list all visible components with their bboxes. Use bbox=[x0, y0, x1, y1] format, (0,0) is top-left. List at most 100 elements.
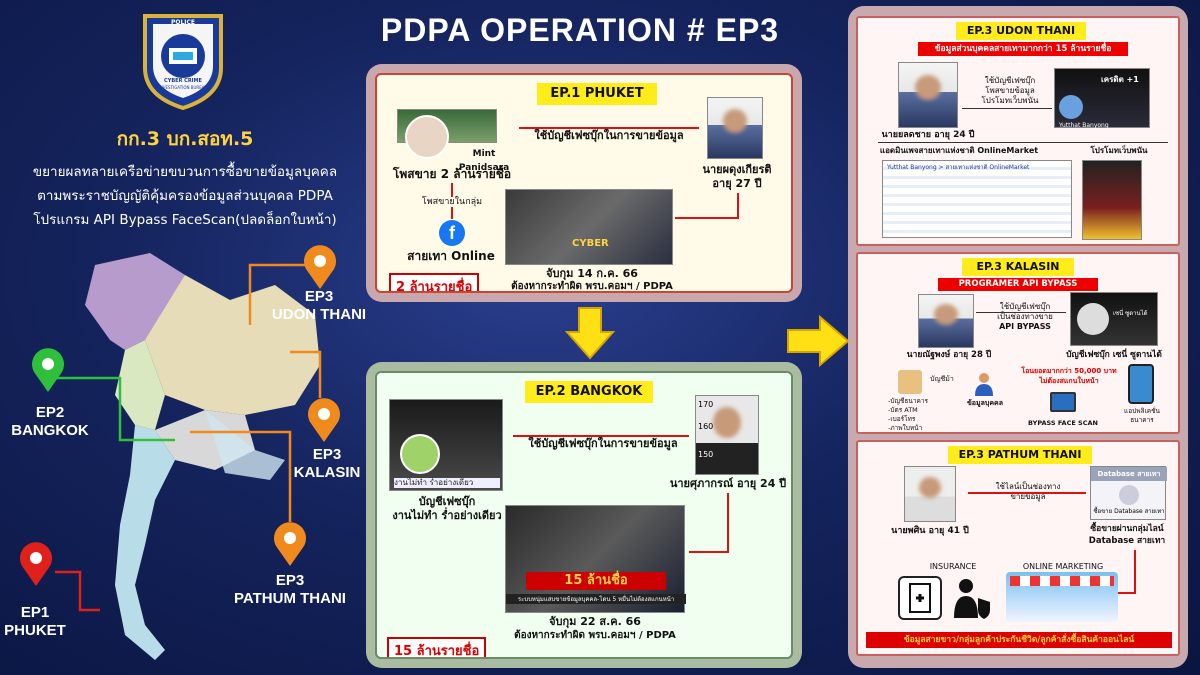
ep3-udon-fb-avatar bbox=[1059, 95, 1083, 119]
pin-label-udon: EP3 UDON THANI bbox=[271, 288, 367, 323]
ep3-kalasin-bank-app-1: แอปพลิเคชั่น bbox=[1124, 407, 1160, 415]
ep2-arrow-down-suspect bbox=[727, 493, 729, 553]
ep1-suspect-name: นายผดุงเกียรติ bbox=[702, 163, 772, 176]
ep1-arrest-photo: CYBER bbox=[505, 189, 673, 265]
ep2-suspect-photo: 170 160 150 bbox=[695, 395, 759, 475]
ep3-kalasin-bank-app-2: ธนาคาร bbox=[1130, 416, 1154, 424]
ep2-ruler-150: 150 bbox=[698, 450, 714, 459]
ep1-posts-text: โพสขาย 2 ล้านรายชื่อ bbox=[392, 167, 512, 181]
ep1-arrow-text: ใช้บัญชีเฟซบุ๊กในการขายข้อมูล bbox=[534, 129, 684, 142]
ep1-arrow-down-1 bbox=[451, 183, 453, 197]
ep3-udon-suspect: นายยลดชาย อายุ 24 ปี bbox=[881, 130, 975, 140]
pin-phuket-icon bbox=[16, 542, 56, 588]
ep1-charge: ต้องหากระทำผิด พรบ.คอมฯ / PDPA bbox=[511, 281, 673, 292]
ep2-arrow-text: ใช้บัญชีเฟซบุ๊กในการขายข้อมูล bbox=[528, 437, 678, 450]
ep3-pathum-line-title: Database สายเทา bbox=[1091, 467, 1167, 481]
ep3-udon-banner: ข้อมูลส่วนบุคคลสายเทามากกว่า 15 ล้านรายช… bbox=[918, 42, 1128, 56]
pin-label-phuket: EP1 PHUKET bbox=[4, 604, 66, 639]
pin-kalasin-icon bbox=[304, 398, 344, 444]
line-group-avatar bbox=[1119, 485, 1139, 505]
ep3-pathum-suspect: นายพศิน อายุ 41 ปี bbox=[891, 526, 969, 536]
facebook-icon: f bbox=[439, 220, 465, 246]
ep3-kalasin-list-2: -บัตร ATM bbox=[888, 406, 918, 414]
ep2-suspect: นายศุภากรณ์ อายุ 24 ปี bbox=[669, 477, 787, 490]
ep3-kalasin-facescan: BYPASS FACE SCAN bbox=[1028, 419, 1098, 427]
pin-pathum-icon bbox=[270, 522, 310, 568]
pin-label-kalasin: EP3 KALASIN bbox=[293, 446, 361, 481]
laptop-icon bbox=[1050, 392, 1076, 412]
ep3-udon-fb-name: Yutthat Banyong bbox=[1059, 122, 1109, 129]
description-block: ขยายผลทลายเครือข่ายขบวนการซื้อขายข้อมูลบ… bbox=[10, 160, 360, 232]
ep1-arrow-down-suspect bbox=[737, 193, 739, 219]
ep3-pathum-line-sub: ซื้อขาย Database สายเทา bbox=[1093, 508, 1165, 515]
insured-person-shield-icon bbox=[950, 576, 994, 620]
ep3-kalasin-list-3: -เบอร์โทร bbox=[888, 415, 916, 423]
ep2-count-tag: 15 ล้านรายชื่อ bbox=[387, 637, 487, 657]
ep3-kalasin-arrow-3: API BYPASS bbox=[999, 322, 1051, 331]
ep1-count-tag: 2 ล้านรายชื่อ bbox=[389, 273, 480, 291]
ep2-banner: 15 ล้านชื่อ bbox=[526, 572, 666, 590]
ep1-profile-avatar bbox=[405, 115, 449, 159]
ep1-victim-name: Mint Panidsara bbox=[458, 149, 510, 173]
ep3-kalasin-list-4: -ภาพใบหน้า bbox=[888, 424, 923, 432]
ep3-pathum-line-group: Database สายเทา ซื้อขาย Database สายเทา bbox=[1090, 466, 1167, 520]
ep1-channel: สายเทา Online bbox=[407, 249, 495, 263]
ep1-suspect-age: อายุ 27 ปี bbox=[712, 177, 762, 190]
ep2-panel: EP.2 BANGKOK งานไม่ทำ ร่ำอย่างเดียว บัญช… bbox=[366, 362, 802, 668]
description-line-1: ขยายผลทลายเครือข่ายขบวนการซื้อขายข้อมูลบ… bbox=[32, 164, 338, 180]
ep3-udon-sub-right: โปรโมทเว็บพนัน bbox=[1090, 146, 1148, 155]
ep3-pathum-panel: EP.3 PATHUM THANI นายพศิน อายุ 41 ปี ใช้… bbox=[856, 440, 1180, 656]
store-awning bbox=[1010, 576, 1114, 586]
bank-book-icon bbox=[898, 370, 922, 394]
ep3-pathum-footer: ข้อมูลสายขาว/กลุ่มลูกค้าประกันชีวิต/ลูกค… bbox=[866, 632, 1172, 648]
ep3-kalasin-fb-screenshot: เซนี่ ซูดานได้ bbox=[1070, 292, 1158, 346]
ep1-group-post: โพสขายในกลุ่ม bbox=[421, 197, 483, 207]
ep3-kalasin-arrow-line bbox=[976, 312, 1066, 313]
ep3-kalasin-account-short: เซนี่ ซูดานได้ bbox=[1113, 310, 1148, 317]
ep3-kalasin-account: บัญชีเฟซบุ๊ก เซนี่ ซูดานได้ bbox=[1066, 350, 1162, 360]
ep3-udon-arrow-3: โปรโมทเว็บพนัน bbox=[981, 96, 1039, 105]
ep3-pathum-suspect-photo bbox=[904, 466, 956, 522]
insurance-clipboard-icon bbox=[898, 576, 942, 620]
ep3-kalasin-panel: EP.3 KALASIN PROGRAMER API BYPASS นายณัฐ… bbox=[856, 252, 1180, 434]
ep3-kalasin-arrow-1: ใช้บัญชีเฟซบุ๊ก bbox=[999, 302, 1051, 311]
ep3-kalasin-banner: PROGRAMER API BYPASS bbox=[938, 278, 1098, 291]
online-store-icon bbox=[1006, 572, 1118, 622]
ep2-page-avatar bbox=[400, 434, 440, 474]
phone-face-icon bbox=[1128, 364, 1154, 404]
ep3-kalasin-mask-avatar bbox=[1077, 303, 1109, 335]
ep2-account-line-2: งานไม่ทำ ร่ำอย่างเดียว bbox=[392, 509, 502, 522]
ep3-udon-arrow-2: โพสขายข้อมูล bbox=[985, 86, 1035, 95]
ep1-arrow-down-2 bbox=[451, 207, 453, 219]
ep3-kalasin-arrow-2: เป็นช่องทางขาย bbox=[997, 312, 1053, 321]
ep3-kalasin-heading: EP.3 KALASIN bbox=[962, 258, 1074, 276]
ep3-udon-panel: EP.3 UDON THANI ข้อมูลส่วนบุคคลสายเทามาก… bbox=[856, 16, 1180, 246]
ep3-udon-sub-left: แอดมินเพจสายเทาแห่งชาติ OnlineMarket bbox=[879, 146, 1039, 155]
ep1-cyber-shirt-text: CYBER bbox=[572, 238, 609, 249]
description-line-2: ตามพระราชบัญญัติคุ้มครองข้อมูลส่วนบุคคล … bbox=[37, 188, 333, 204]
arrow-down-ep1-ep2-icon bbox=[564, 306, 616, 360]
pin-bangkok-icon bbox=[28, 348, 68, 394]
logo-text-mid: CYBER CRIME bbox=[164, 78, 202, 84]
ep3-pathum-heading: EP.3 PATHUM THANI bbox=[948, 446, 1092, 464]
ep2-arrow-left-suspect bbox=[689, 551, 729, 553]
ep3-udon-fb-screenshot: เครดิต +1 Yutthat Banyong bbox=[1054, 68, 1150, 129]
ep2-ruler-170: 170 bbox=[698, 400, 714, 409]
ep3-udon-post-screenshot: Yutthat Banyong > สายเทาแห่งชาติ OnlineM… bbox=[882, 160, 1072, 238]
ep3-udon-heading: EP.3 UDON THANI bbox=[956, 22, 1086, 40]
description-line-3: โปรแกรม API Bypass FaceScan(ปลดล็อกใบหน้… bbox=[33, 212, 337, 228]
ep3-udon-post-title: Yutthat Banyong > สายเทาแห่งชาติ OnlineM… bbox=[887, 164, 1030, 171]
pin-udon-icon bbox=[300, 245, 340, 291]
ep3-kalasin-data-label: ข้อมูลบุคคล bbox=[967, 399, 1003, 407]
ep2-arrest-date: จับกุม 22 ส.ค. 66 bbox=[549, 615, 641, 628]
pin-label-pathum: EP3 PATHUM THANI bbox=[234, 572, 346, 607]
ep2-arrest-photo: 15 ล้านชื่อ ระบบหนุ่มแสบขายข้อมูลบุคคล-โ… bbox=[505, 505, 686, 613]
ep1-arrow-left-suspect bbox=[675, 217, 739, 219]
ep3-kalasin-list-1: -บัญชีธนาคาร bbox=[888, 397, 928, 405]
ep3-udon-arrow-1: ใช้บัญชีเฟซบุ๊ก bbox=[984, 76, 1036, 85]
ep3-pathum-arrow-down bbox=[1134, 550, 1136, 594]
ep3-kalasin-list-label: บัญชีม้า bbox=[930, 375, 954, 383]
ep3-kalasin-transfer-2: ไม่ต้องสแกนใบหน้า bbox=[1039, 377, 1099, 385]
ep2-heading: EP.2 BANGKOK bbox=[525, 381, 653, 403]
